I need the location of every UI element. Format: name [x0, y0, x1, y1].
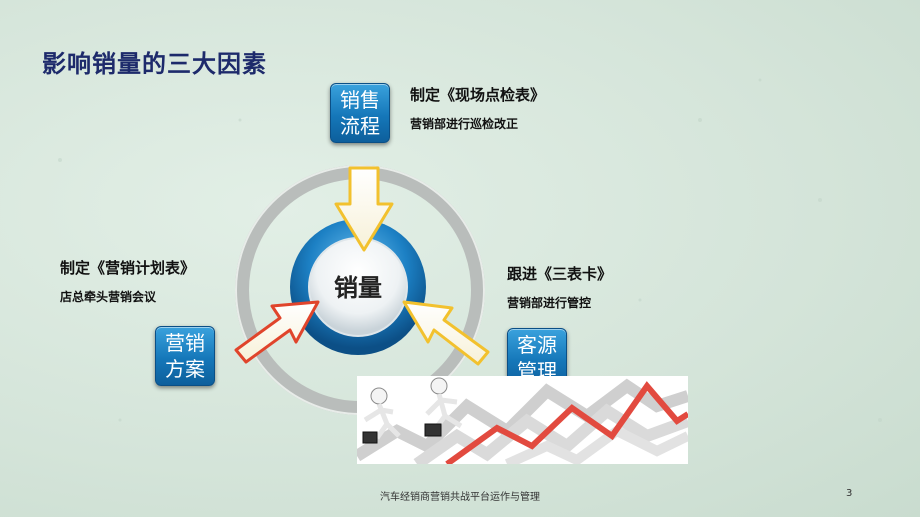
note-left-heading: 制定《营销计划表》 — [60, 259, 196, 277]
center-label: 销量 — [334, 274, 382, 302]
growth-illustration — [353, 376, 691, 469]
arrow-top — [334, 166, 394, 252]
growth-chart-graphic — [353, 377, 691, 469]
box-top-line1: 销售 — [340, 88, 380, 112]
figure-1 — [362, 387, 401, 444]
note-top-sub: 营销部进行巡检改正 — [410, 117, 519, 131]
box-sales-process: 销售 流程 — [330, 83, 390, 143]
note-left-sub: 店总牵头营销会议 — [60, 290, 157, 304]
footer-text: 汽车经销商营销共战平台运作与管理 — [380, 492, 540, 503]
box-right-line1: 客源 — [517, 333, 557, 357]
note-right-sub: 营销部进行管控 — [507, 296, 592, 310]
box-marketing-plan: 营销 方案 — [155, 326, 215, 386]
note-left: 制定《营销计划表》 店总牵头营销会议 — [60, 257, 195, 305]
box-top-line2: 流程 — [340, 114, 380, 138]
box-left-line2: 方案 — [165, 357, 205, 381]
note-right-heading: 跟进《三表卡》 — [507, 265, 613, 283]
note-right: 跟进《三表卡》 营销部进行管控 — [507, 263, 612, 311]
arrow-right — [402, 300, 490, 366]
figure-2 — [424, 377, 463, 437]
note-top: 制定《现场点检表》 营销部进行巡检改正 — [410, 84, 545, 132]
arrow-left — [234, 300, 320, 364]
page-title: 影响销量的三大因素 — [42, 50, 267, 78]
box-left-line1: 营销 — [165, 331, 205, 355]
note-top-heading: 制定《现场点检表》 — [410, 86, 546, 104]
page-number: 3 — [846, 488, 853, 499]
